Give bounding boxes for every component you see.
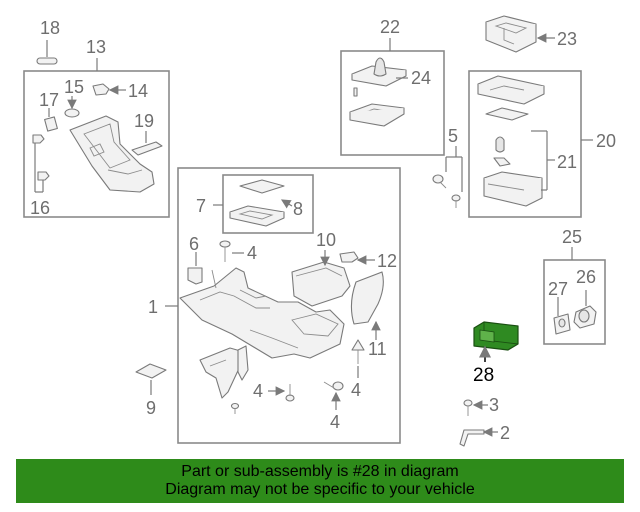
part-21-pad[interactable] <box>485 107 529 121</box>
screw-part-4b[interactable] <box>285 384 295 402</box>
shift-boot-part-24[interactable] <box>349 57 407 127</box>
callout-22[interactable]: 22 <box>380 17 400 37</box>
callout-23[interactable]: 23 <box>557 29 577 49</box>
part-19[interactable] <box>131 141 163 156</box>
callout-25[interactable]: 25 <box>562 227 582 247</box>
group-box-1 <box>165 167 401 444</box>
part-9[interactable] <box>135 363 167 379</box>
callout-11[interactable]: 11 <box>368 339 387 359</box>
callout-4b[interactable]: 4 <box>253 381 263 401</box>
group-box-13 <box>23 58 170 218</box>
callout-14[interactable]: 14 <box>128 81 148 101</box>
part-12[interactable] <box>339 251 359 263</box>
screw-part-5a[interactable] <box>432 174 447 189</box>
callout-15[interactable]: 15 <box>64 77 84 97</box>
callout-16[interactable]: 16 <box>30 198 50 218</box>
armrest-lid-part-10[interactable] <box>291 261 351 307</box>
screw-part-4a[interactable] <box>219 240 231 262</box>
highlighted-part-28[interactable] <box>473 321 519 351</box>
clip-part-lower[interactable] <box>230 402 240 415</box>
callout-20[interactable]: 20 <box>596 131 616 151</box>
screw-part-4d[interactable] <box>351 339 365 364</box>
callout-3[interactable]: 3 <box>489 395 499 415</box>
bracket-part-2[interactable] <box>459 429 485 447</box>
part-8-mat[interactable] <box>239 179 285 194</box>
part-14[interactable] <box>92 83 110 96</box>
callout-26[interactable]: 26 <box>576 267 596 287</box>
callout-5[interactable]: 5 <box>448 126 458 146</box>
console-body-part-1[interactable] <box>179 267 345 359</box>
clip-part-16a[interactable] <box>32 134 45 144</box>
callout-18[interactable]: 18 <box>40 18 60 38</box>
callout-1[interactable]: 1 <box>148 297 158 317</box>
callout-27[interactable]: 27 <box>548 279 568 299</box>
part-21-tray[interactable] <box>483 171 543 207</box>
screw-part-5b[interactable] <box>451 194 461 208</box>
group-box-22 <box>340 38 445 156</box>
group-box-25 <box>543 247 606 345</box>
callout-6[interactable]: 6 <box>189 234 199 254</box>
part-21-clip[interactable] <box>493 136 511 167</box>
callout-12[interactable]: 12 <box>377 251 397 271</box>
callout-7[interactable]: 7 <box>196 196 206 216</box>
part-23[interactable] <box>485 15 537 53</box>
banner-line-1: Part or sub-assembly is #28 in diagram <box>181 463 459 480</box>
screw-part-3[interactable] <box>463 399 473 416</box>
banner-line-2: Diagram may not be specific to your vehi… <box>165 481 475 498</box>
lighter-part-26[interactable] <box>573 305 597 329</box>
callout-4c[interactable]: 4 <box>330 412 340 432</box>
part-8-tray[interactable] <box>229 205 285 227</box>
callout-24[interactable]: 24 <box>411 68 431 88</box>
callout-13[interactable]: 13 <box>86 37 106 57</box>
callout-10[interactable]: 10 <box>316 230 336 250</box>
callout-21[interactable]: 21 <box>557 152 577 172</box>
callout-19[interactable]: 19 <box>134 111 154 131</box>
side-panel-part-11[interactable] <box>350 271 384 325</box>
part-15[interactable] <box>64 108 80 118</box>
clip-part-6[interactable] <box>187 267 203 285</box>
clip-part-18[interactable] <box>36 57 58 65</box>
socket-part-27[interactable] <box>553 313 571 335</box>
group-box-20 <box>468 70 593 218</box>
screw-part-4c[interactable] <box>323 381 344 391</box>
part-20-top-trim[interactable] <box>477 75 545 105</box>
part-17[interactable] <box>44 116 58 132</box>
clip-part-16b[interactable] <box>37 171 50 181</box>
callout-9[interactable]: 9 <box>146 398 156 418</box>
callout-28[interactable]: 28 <box>473 365 494 386</box>
callout-4a[interactable]: 4 <box>247 243 257 263</box>
callout-2[interactable]: 2 <box>500 423 510 443</box>
callout-8[interactable]: 8 <box>293 199 303 219</box>
info-banner: Part or sub-assembly is #28 in diagram D… <box>16 459 624 503</box>
callout-4d[interactable]: 4 <box>351 380 361 400</box>
lower-bracket-part[interactable] <box>199 345 249 399</box>
callout-17[interactable]: 17 <box>39 90 59 110</box>
console-trim-part-13[interactable] <box>69 115 155 193</box>
group-box-7 <box>213 174 314 234</box>
